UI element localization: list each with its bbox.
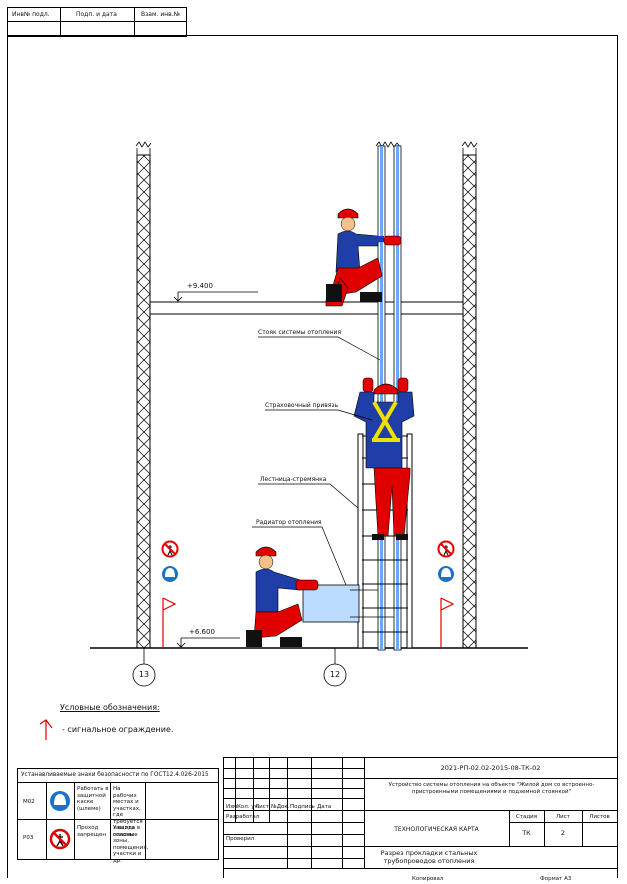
helmet-sign-left bbox=[162, 566, 178, 582]
stamp-col-inv: Инв№ подл. bbox=[12, 11, 50, 18]
no-pedestrian-sign-right bbox=[437, 540, 455, 558]
drawing-frame bbox=[7, 35, 618, 878]
right-wall bbox=[461, 141, 478, 649]
sign-code-p03: P03 bbox=[23, 835, 34, 841]
callout-ladder: Лестница-стремянка bbox=[260, 476, 327, 483]
callout-radiator: Радиатор отопления bbox=[256, 519, 322, 526]
card-name: ТЕХНОЛОГИЧЕСКАЯ КАРТА bbox=[394, 826, 479, 833]
sheet-label: Лист bbox=[556, 814, 570, 820]
elevation-label-lower: +6.600 bbox=[189, 628, 215, 636]
header-doc: №Док. bbox=[271, 804, 290, 810]
section-title: Разрез прокладки стальных трубопроводов … bbox=[380, 849, 478, 865]
sign-note-p03: У входа в опасные зоны, помещения, участ… bbox=[113, 825, 149, 864]
floor-slab bbox=[149, 301, 464, 315]
sign-code-m02: M02 bbox=[23, 799, 35, 805]
stage-value: ТК bbox=[522, 829, 531, 837]
elevation-label-upper: +9.400 bbox=[187, 282, 213, 290]
format-label: Формат А3 bbox=[540, 876, 572, 882]
worker-upper bbox=[325, 208, 402, 307]
legend-item: - сигнальное ограждение. bbox=[62, 725, 174, 734]
elevation-mark-lower bbox=[176, 637, 240, 648]
object-name: Устройство системы отопления на объекте … bbox=[388, 782, 595, 795]
sign-note-m02: На рабочих местах и участках, где требуе… bbox=[113, 786, 143, 838]
axis-markers bbox=[132, 648, 347, 687]
callout-riser: Стояк системы отопления bbox=[258, 329, 342, 336]
header-sign: Подпись bbox=[290, 804, 315, 810]
radiator bbox=[302, 584, 394, 623]
checked-label: Проверил bbox=[226, 836, 255, 842]
legend-flag-icon bbox=[39, 719, 53, 740]
copied-label: Копировал bbox=[412, 876, 444, 882]
stage-label: Стадия bbox=[515, 814, 538, 820]
axis-label-13: 13 bbox=[138, 670, 150, 679]
helmet-sign-right bbox=[438, 566, 454, 582]
sheet-value: 2 bbox=[560, 829, 566, 837]
developed-label: Разработал bbox=[226, 814, 260, 820]
ladder bbox=[357, 433, 413, 649]
elevation-mark-upper bbox=[173, 291, 258, 302]
stamp-table: Инв№ подл. Подп. и дата Взам. инв.№ bbox=[7, 7, 187, 37]
signal-fence-flag-right bbox=[440, 597, 455, 648]
sign-text-p03: Проход запрещен bbox=[77, 825, 106, 838]
no-pedestrian-sign-icon bbox=[49, 828, 71, 850]
doc-code: 2021-РП-02.02-2015-08-ТК-02 bbox=[440, 764, 541, 772]
legend-title: Условные обозначения: bbox=[60, 703, 160, 712]
axis-label-12: 12 bbox=[329, 670, 341, 679]
worker-ladder bbox=[353, 377, 415, 540]
title-block: 2021-РП-02.02-2015-08-ТК-02 Устройство с… bbox=[223, 757, 617, 878]
header-list: Лист bbox=[255, 804, 269, 810]
callout-leaders bbox=[252, 336, 381, 586]
signal-fence-flag-left bbox=[162, 597, 177, 648]
sign-text-m02: Работать в защитной каске (шлеме) bbox=[77, 786, 109, 812]
helmet-sign-icon bbox=[50, 791, 70, 811]
stamp-col-replace: Взам. инв.№ bbox=[141, 11, 180, 18]
safety-table-title: Устанавливаемые знаки безопасности по ГО… bbox=[21, 772, 209, 778]
callout-harness: Страховочный привязь bbox=[265, 402, 339, 409]
stamp-col-sign: Подп. и дата bbox=[76, 11, 117, 18]
no-pedestrian-sign-left bbox=[161, 540, 179, 558]
safety-table: Устанавливаемые знаки безопасности по ГО… bbox=[17, 768, 219, 864]
header-izm: Изм. bbox=[226, 804, 239, 810]
left-wall bbox=[135, 141, 152, 649]
sheets-label: Листов bbox=[589, 814, 610, 820]
header-kol: Кол. уч. bbox=[237, 804, 260, 810]
header-date: Дата bbox=[317, 804, 332, 810]
worker-lower bbox=[246, 546, 319, 647]
riser-pipes bbox=[377, 145, 402, 651]
